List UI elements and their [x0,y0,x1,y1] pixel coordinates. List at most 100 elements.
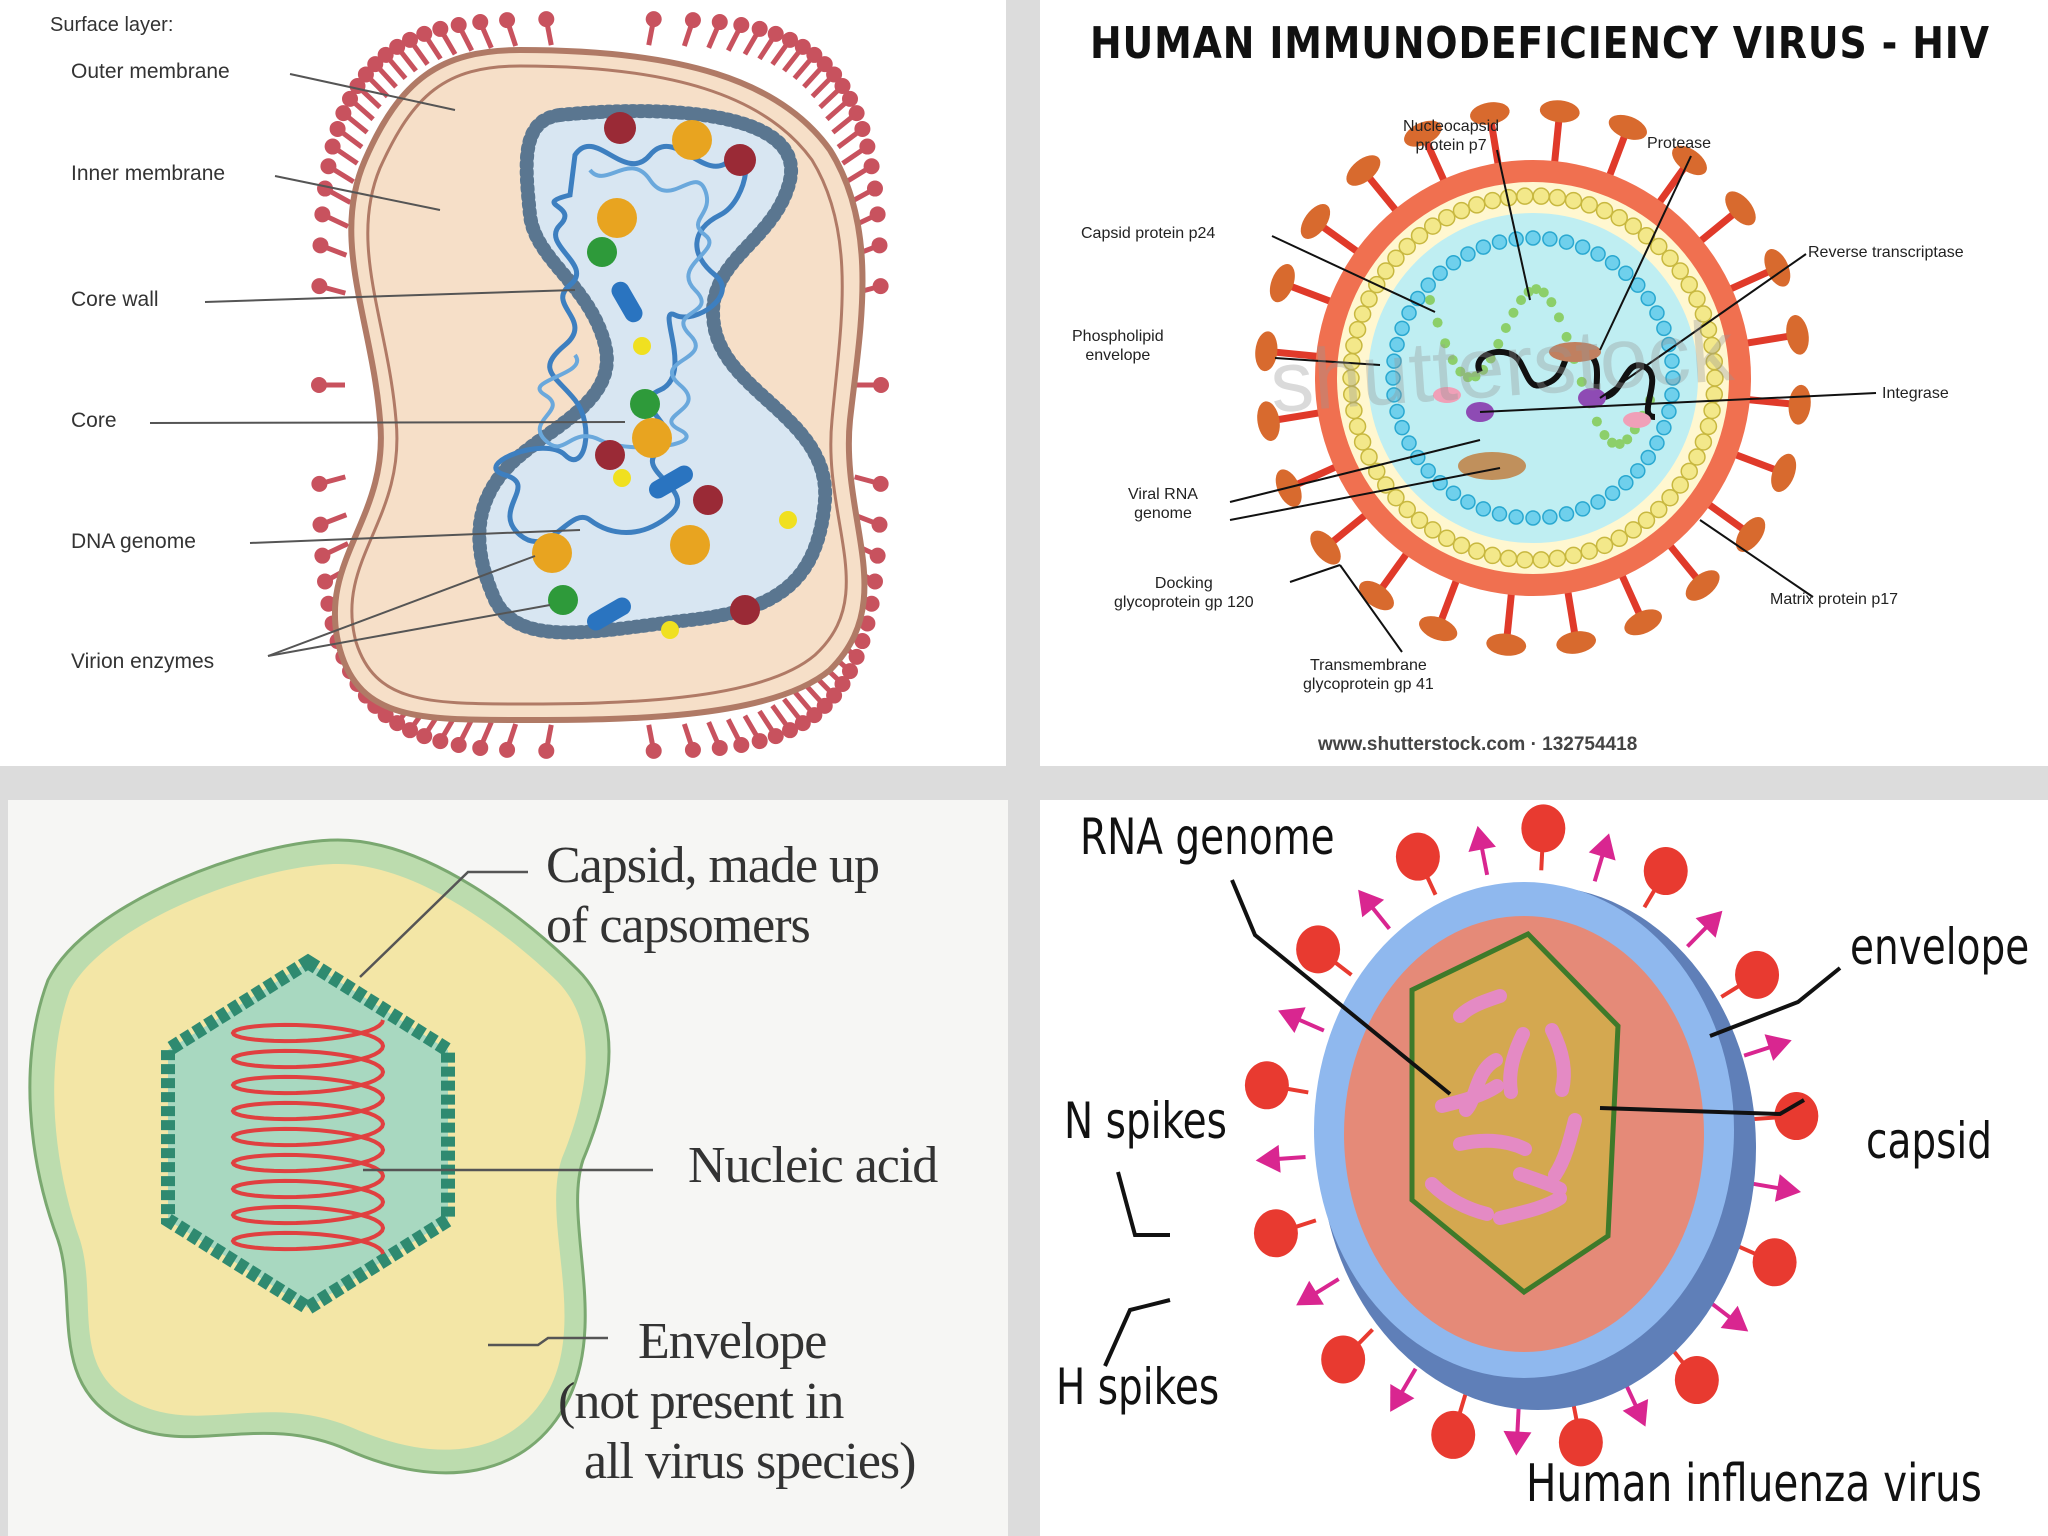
matrix-bead [1680,275,1698,294]
matrix-bead [1650,237,1668,256]
integrase-label: Integrase [1882,385,1949,402]
h-spike-head [1395,832,1440,881]
n-spike-head [1296,1280,1324,1306]
n-spike-stalk [1515,1405,1521,1436]
matrix-bead [1468,542,1486,560]
n-spike-head [1622,1398,1649,1427]
nucleocapsid-bead [1622,434,1633,445]
n-spike-stalk [1743,1044,1774,1058]
capsid-bead [1525,230,1541,246]
n-spike-stalk [1295,1016,1325,1033]
capsid-bead [1574,239,1591,255]
surface-spike-head [317,180,334,197]
matrix-bead [1580,542,1598,560]
capsid-bead [1491,506,1508,522]
surface-spike-head [854,633,871,650]
surface-spike-head [342,90,359,107]
matrix-bead [1671,476,1689,494]
surface-spike-head [733,737,750,754]
capsid-bead [1590,246,1606,262]
matrix-bead [1468,196,1486,214]
capsid-bead [1618,475,1634,491]
n-spike-head [1764,1034,1792,1061]
surface-spike-head [841,90,858,107]
inner-membrane-label: Inner membrane [71,162,226,185]
matrix-bead [1610,529,1628,548]
capsid-bead [1649,305,1665,321]
nucleocapsid-bead [1607,437,1618,448]
matrix-bead [1438,529,1456,548]
inner-membrane [350,64,848,706]
matrix-bead [1699,417,1718,436]
surface-spike-head [367,56,384,73]
surface-spike-head [751,733,768,750]
nucleocapsid-bead [1425,295,1435,305]
surface-spike-head [472,14,489,31]
matrix-bead [1438,208,1456,227]
n-spike-head [1695,910,1723,938]
matrix-bead [1688,448,1706,466]
capsid-p24-label: Capsid protein p24 [1081,225,1216,242]
viral-rna-label: Viral RNA genome [1128,485,1198,523]
surface-spike-head [416,25,433,42]
surface-spike-head [794,715,811,732]
surface-spike-head [711,739,728,756]
n-spike-head [1358,889,1385,918]
surface-spike-head [866,180,883,197]
gp120-spike-head [1359,580,1394,611]
docking-gp120-label: Docking glycoprotein gp 120 [1114,574,1254,612]
nucleocapsid-label-line1: Nucleocapsid [1403,118,1500,135]
h-spike-head [1431,1410,1476,1459]
phospholipid-label: Phospholipid envelope [1072,327,1164,365]
capsid-bead [1385,370,1401,386]
surface-spikes [311,11,889,759]
envelope-label-line1: Envelope [638,1313,827,1370]
surface-spike-head [311,475,328,492]
surface-spike-head [871,237,888,254]
protein-blob [1458,452,1526,480]
protein-blob-pink-1 [1433,387,1461,403]
h-spike-head [1521,804,1566,853]
capsid-bead [1640,290,1656,307]
surface-spike-head [872,475,889,492]
matrix-bead [1624,521,1643,539]
capsid-bead [1460,246,1476,262]
capsid-bead [1590,494,1606,510]
surface-spike-head [869,547,886,564]
nucleocapsid-label: Nucleocapsid protein p7 [1403,117,1499,155]
core-label: Core [71,409,117,432]
hiv-panel: HUMAN IMMUNODEFICIENCY VIRUS - HIV [1040,0,2048,766]
surface-spike-head [711,14,728,31]
capsid-bead [1401,305,1417,321]
protease-label: Protease [1647,135,1712,152]
nucleocapsid-bead [1591,416,1602,427]
surface-spike-head [854,120,871,137]
n-spike-head [1720,1305,1749,1332]
transmembrane-label-line1: Transmembrane [1309,657,1427,674]
envelope-label-line2: (not present in [558,1373,844,1430]
gp120-spike-head [1539,100,1580,123]
n-spike-stalk [1479,845,1490,876]
surface-spike-head [866,573,883,590]
capsid-bead [1389,403,1405,420]
capsid-label-line2: of capsomers [546,897,811,954]
surface-spike-head [538,11,555,28]
influenza-panel: RNA genome envelope N spikes capsid H sp… [1040,800,2048,1536]
transmembrane-gp41-label: Transmembrane glycoprotein gp 41 [1303,656,1434,694]
matrix-bead [1661,488,1679,507]
matrix-bead [1694,305,1713,323]
capsid-bead [1420,463,1436,479]
docking-label-line2: glycoprotein gp 120 [1114,594,1254,611]
nucleocapsid-label-line2: protein p7 [1415,137,1487,154]
dna-genome-strand [537,166,712,450]
surface-spike-head [859,138,876,155]
virion-enzymes-label: Virion enzymes [71,650,215,673]
nucleocapsid-bead [1470,371,1481,382]
dna-genome [493,144,749,545]
surface-spike-head [859,615,876,632]
matrix-bead [1548,188,1567,207]
capsid-label-line1: Capsid, made up [546,837,880,894]
h-spike-head [1321,1335,1366,1384]
nucleocapsid-bead [1493,338,1504,349]
gp120-spike-head [1786,315,1809,355]
